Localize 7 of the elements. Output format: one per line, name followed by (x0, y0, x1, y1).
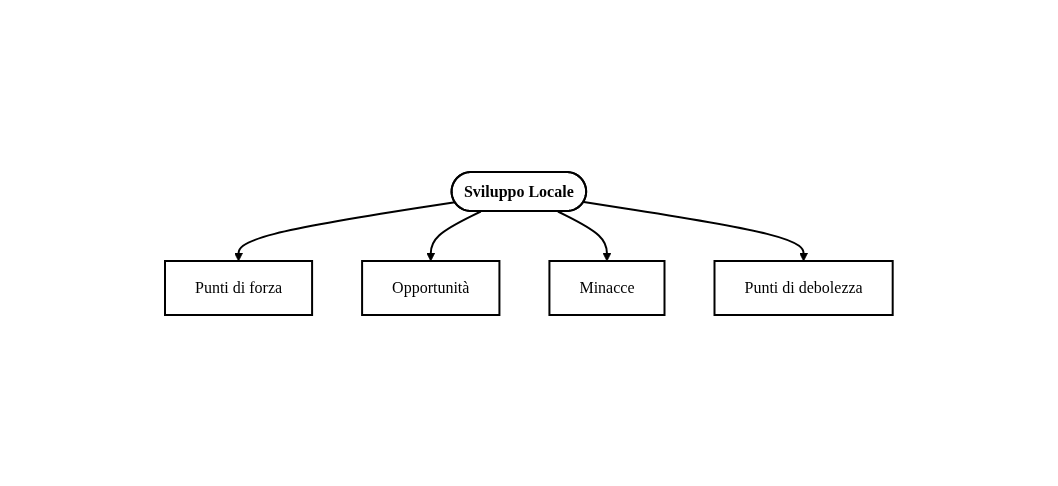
node-box: Opportunità (361, 259, 501, 316)
node-box: Minacce (548, 259, 666, 316)
arrow (583, 200, 809, 261)
arrow (557, 210, 612, 261)
node-box: Punti di forza (164, 259, 314, 316)
arrow (426, 210, 482, 261)
node-box: Punti di debolezza (713, 259, 894, 316)
